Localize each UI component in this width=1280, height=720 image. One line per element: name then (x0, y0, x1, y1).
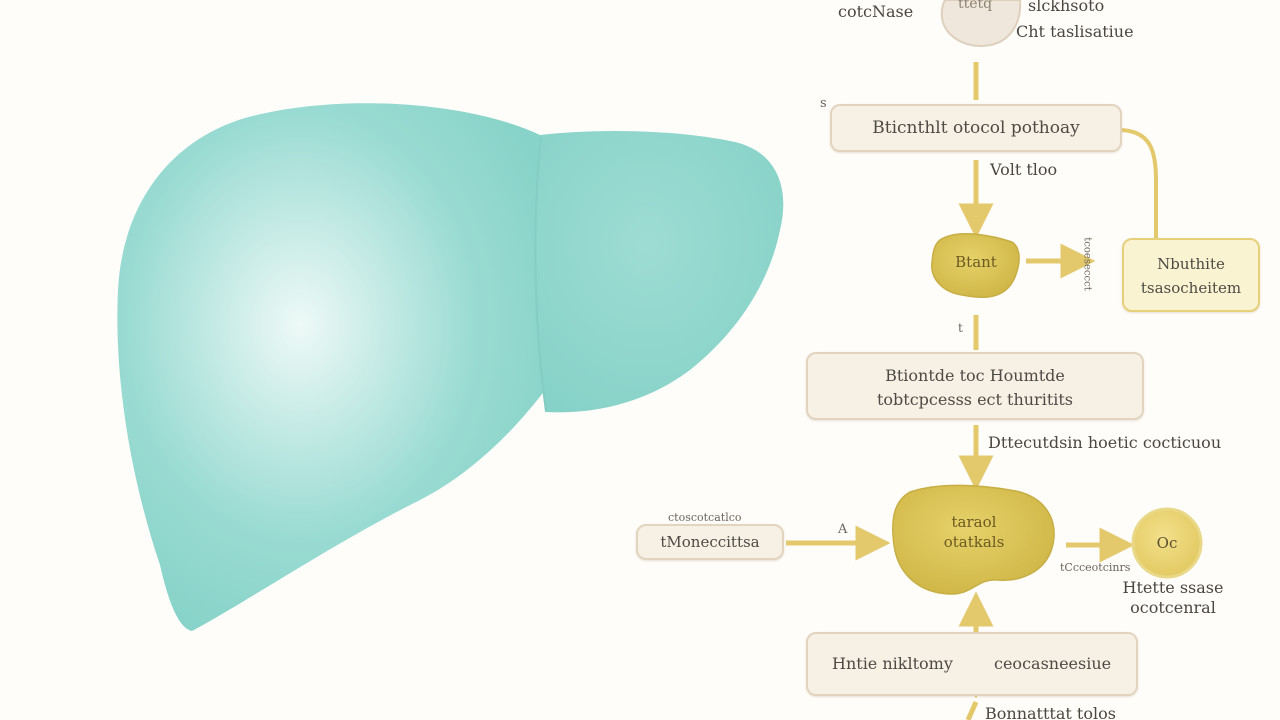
liver-illustration (117, 103, 784, 631)
center-organ-label: taraol otatkals (915, 512, 1033, 552)
liver-right-lobe (534, 130, 784, 413)
output-circle-shape (1131, 507, 1203, 579)
liver-left-lobe (117, 103, 553, 631)
arrow-bottom-exit (965, 700, 979, 720)
left-input-box: tMoneccittsa (636, 524, 784, 560)
kidney-label: Btant (955, 253, 997, 271)
center-organ-line-2: otatkals (943, 533, 1005, 551)
bottom-box-right-label: ceocasneesiue (994, 654, 1112, 673)
connector-pathway-to-right-box (1121, 128, 1158, 238)
top-left-label: cotcNase (838, 2, 914, 21)
output-label-line-1: Htette ssase (1122, 578, 1224, 597)
bottom-box: Hntie nikltomy ceocasneesiue (806, 632, 1138, 696)
center-organ-line-1: taraol (951, 513, 997, 531)
output-circle-label: Oc (1156, 534, 1178, 552)
top-right-label-1: slckhsoto (1028, 0, 1105, 15)
bottom-label: Bonnatttat tolos (985, 704, 1116, 720)
middle-sublabel: Dttecutdsin hoetic cocticuou (988, 433, 1222, 452)
right-box: Nbuthite tsasocheitem (1122, 238, 1260, 312)
right-box-line-2: tsasocheitem (1140, 279, 1242, 297)
pathway-sublabel: Volt tloo (990, 160, 1058, 179)
tick-label: t (958, 321, 963, 335)
middle-box-line-2: tobtcpcesss ect thuritits (876, 390, 1074, 409)
bottom-box-left-label: Hntie nikltomy (832, 654, 953, 673)
middle-box-line-1: Btiontde toc Houmtde (885, 366, 1065, 385)
output-label: Htette ssase ocotcenral (1118, 578, 1228, 618)
liver-lobe-divide (534, 136, 547, 411)
top-right-label-2: Cht taslisatiue (1016, 22, 1134, 41)
output-small-label: tCcceotcinrs (1060, 561, 1131, 574)
side-vertical-label: tcoeseccct (1081, 237, 1093, 291)
step-marker: s (820, 96, 827, 111)
arrow-marker: A (838, 522, 848, 537)
output-label-line-2: ocotcenral (1130, 598, 1216, 617)
middle-box: Btiontde toc Houmtde tobtcpcesss ect thu… (806, 352, 1144, 420)
kidney-shape (931, 233, 1020, 299)
right-box-line-1: Nbuthite (1157, 255, 1225, 273)
top-organ-label: ttetq (958, 0, 993, 12)
pathway-box: Bticnthlt otocol pothoay (830, 104, 1122, 152)
center-organ-shape (892, 484, 1055, 595)
left-input-top-label: ctoscotcatlco (668, 511, 742, 524)
top-organ-shape (940, 0, 1022, 47)
